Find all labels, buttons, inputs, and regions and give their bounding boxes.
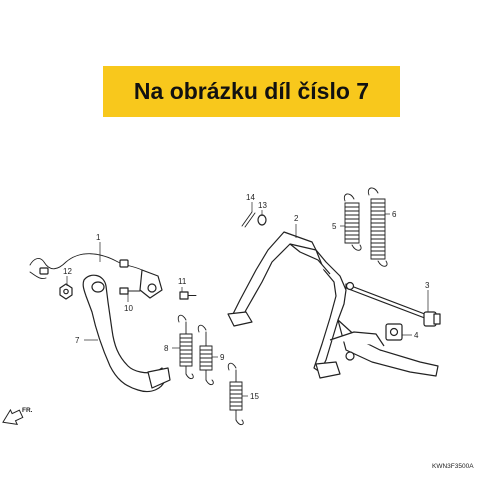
callout-11: 11 [178, 277, 187, 286]
part-14-pin [241, 211, 256, 228]
callout-4: 4 [414, 331, 419, 340]
callout-15: 15 [250, 392, 259, 401]
title-banner: Na obrázku díl číslo 7 [103, 66, 400, 117]
part-6-spring [367, 187, 388, 267]
part-10-bolt [119, 287, 141, 295]
part-4-collar [385, 323, 403, 341]
title-text: Na obrázku díl číslo 7 [133, 78, 370, 104]
drawing-code: KWN3F3500A [432, 463, 474, 470]
callout-8: 8 [164, 344, 169, 353]
part-3-shaft [345, 281, 441, 327]
front-arrow-icon [2, 408, 24, 426]
callout-12: 12 [63, 267, 72, 276]
part-11-bolt [179, 291, 197, 300]
callout-10: 10 [124, 304, 133, 313]
leader-lines [66, 202, 429, 397]
front-marker-label: FR. [22, 407, 33, 414]
callout-13: 13 [258, 201, 267, 210]
callout-9: 9 [220, 353, 225, 362]
part-15-spring [227, 362, 244, 426]
part-2-main-stand [227, 231, 439, 379]
callout-labels: 1 2 3 4 5 6 7 8 9 10 11 12 13 14 15 [63, 193, 430, 401]
part-5-spring [343, 193, 362, 251]
callout-14: 14 [246, 193, 255, 202]
callout-5: 5 [332, 222, 337, 231]
callout-3: 3 [425, 281, 430, 290]
callout-6: 6 [392, 210, 397, 219]
callout-2: 2 [294, 214, 299, 223]
front-direction-marker: FR. [2, 407, 33, 426]
part-7-brake-pedal [82, 274, 171, 393]
part-8-spring [177, 314, 194, 380]
part-13-washer [257, 214, 267, 226]
part-12-nut [59, 283, 73, 300]
callout-1: 1 [96, 233, 101, 242]
part-1-brake-rod [29, 253, 163, 299]
callout-7: 7 [75, 336, 80, 345]
part-9-spring [197, 324, 214, 386]
